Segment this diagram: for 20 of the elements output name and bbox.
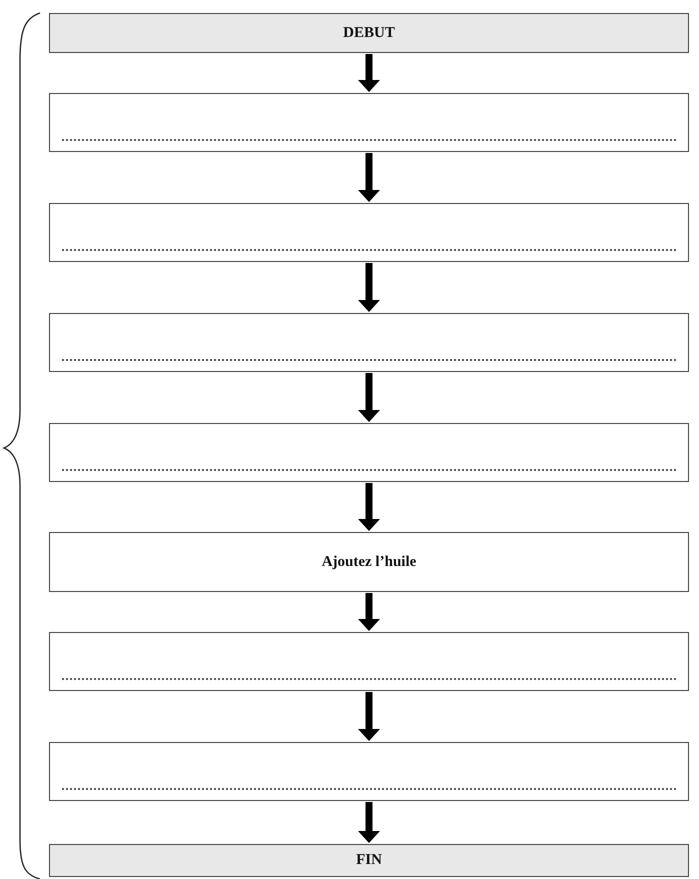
blank-step-box: [49, 423, 689, 482]
arrow: [358, 263, 380, 312]
arrow: [358, 153, 380, 202]
arrow: [358, 483, 380, 531]
arrow: [358, 54, 380, 92]
arrow: [358, 373, 380, 422]
blank-step-box: [49, 632, 689, 691]
step-label: DEBUT: [343, 24, 395, 42]
process-box: [49, 532, 689, 592]
arrow: [358, 593, 380, 631]
terminal-box: [49, 844, 689, 877]
blank-step-box: [49, 742, 689, 801]
arrow: [358, 802, 380, 843]
blank-step-box: [49, 313, 689, 372]
step-label: Ajoutez l’huile: [322, 554, 416, 570]
blank-step-box: [49, 203, 689, 262]
step-label: FIN: [356, 852, 382, 869]
terminal-box: [49, 13, 689, 53]
blank-step-box: [49, 93, 689, 152]
arrow: [358, 692, 380, 741]
